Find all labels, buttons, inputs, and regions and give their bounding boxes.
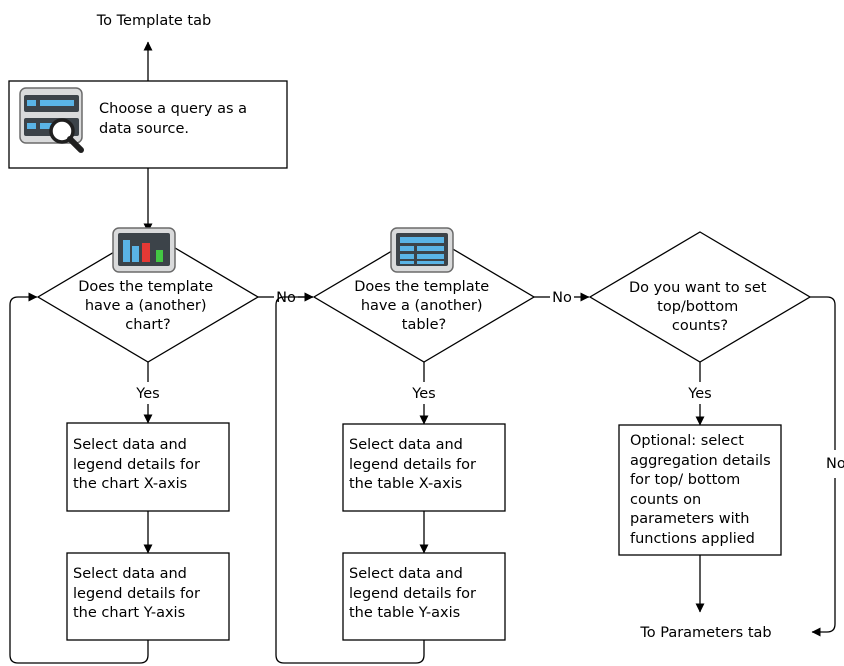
step-table-y-text: Select data and legend details for the t… [349, 566, 476, 621]
decision-table-text: Does the template have a (another) table… [354, 279, 494, 333]
decision-chart-line: Does the template [78, 279, 213, 295]
decision-chart-line: have a (another) [85, 298, 207, 314]
decision-table-line: have a (another) [361, 298, 483, 314]
step-chart-x-box [66, 422, 230, 512]
decision-counts-line: counts? [672, 318, 728, 334]
step-optional-box [618, 424, 782, 556]
decision-chart-line: chart? [125, 317, 170, 333]
step-table-x-box [342, 423, 506, 512]
yes-label-counts: Yes [687, 386, 711, 402]
decision-counts-line: top/bottom [657, 299, 738, 315]
yes-label-table: Yes [411, 386, 435, 402]
query-search-icon [19, 87, 84, 153]
no-label-chart: No [276, 290, 296, 306]
to-parameters-tab-label: To Parameters tab [639, 625, 771, 641]
query-box-text: Choose a query as a data source. [99, 101, 248, 137]
to-template-tab-label: To Template tab [96, 13, 211, 29]
yes-label-chart: Yes [135, 386, 159, 402]
decision-chart-text: Does the template have a (another) chart… [78, 279, 218, 333]
bar-chart-icon [112, 227, 176, 273]
step-optional-text: Optional: select aggregation details for… [630, 433, 771, 547]
step-chart-x-text: Select data and legend details for the c… [73, 437, 200, 492]
decision-counts-text: Do you want to set top/bottom counts? [629, 280, 771, 334]
step-table-x-text: Select data and legend details for the t… [349, 437, 476, 492]
decision-table-line: Does the template [354, 279, 489, 295]
decision-counts-line: Do you want to set [629, 280, 767, 296]
no-label-table: No [552, 290, 572, 306]
step-chart-y-box [66, 552, 230, 641]
step-chart-y-text: Select data and legend details for the c… [73, 566, 200, 621]
table-icon [390, 227, 454, 273]
decision-table-line: table? [402, 317, 446, 333]
no-label-counts: No [826, 456, 844, 472]
decision-counts-diamond [588, 231, 812, 363]
